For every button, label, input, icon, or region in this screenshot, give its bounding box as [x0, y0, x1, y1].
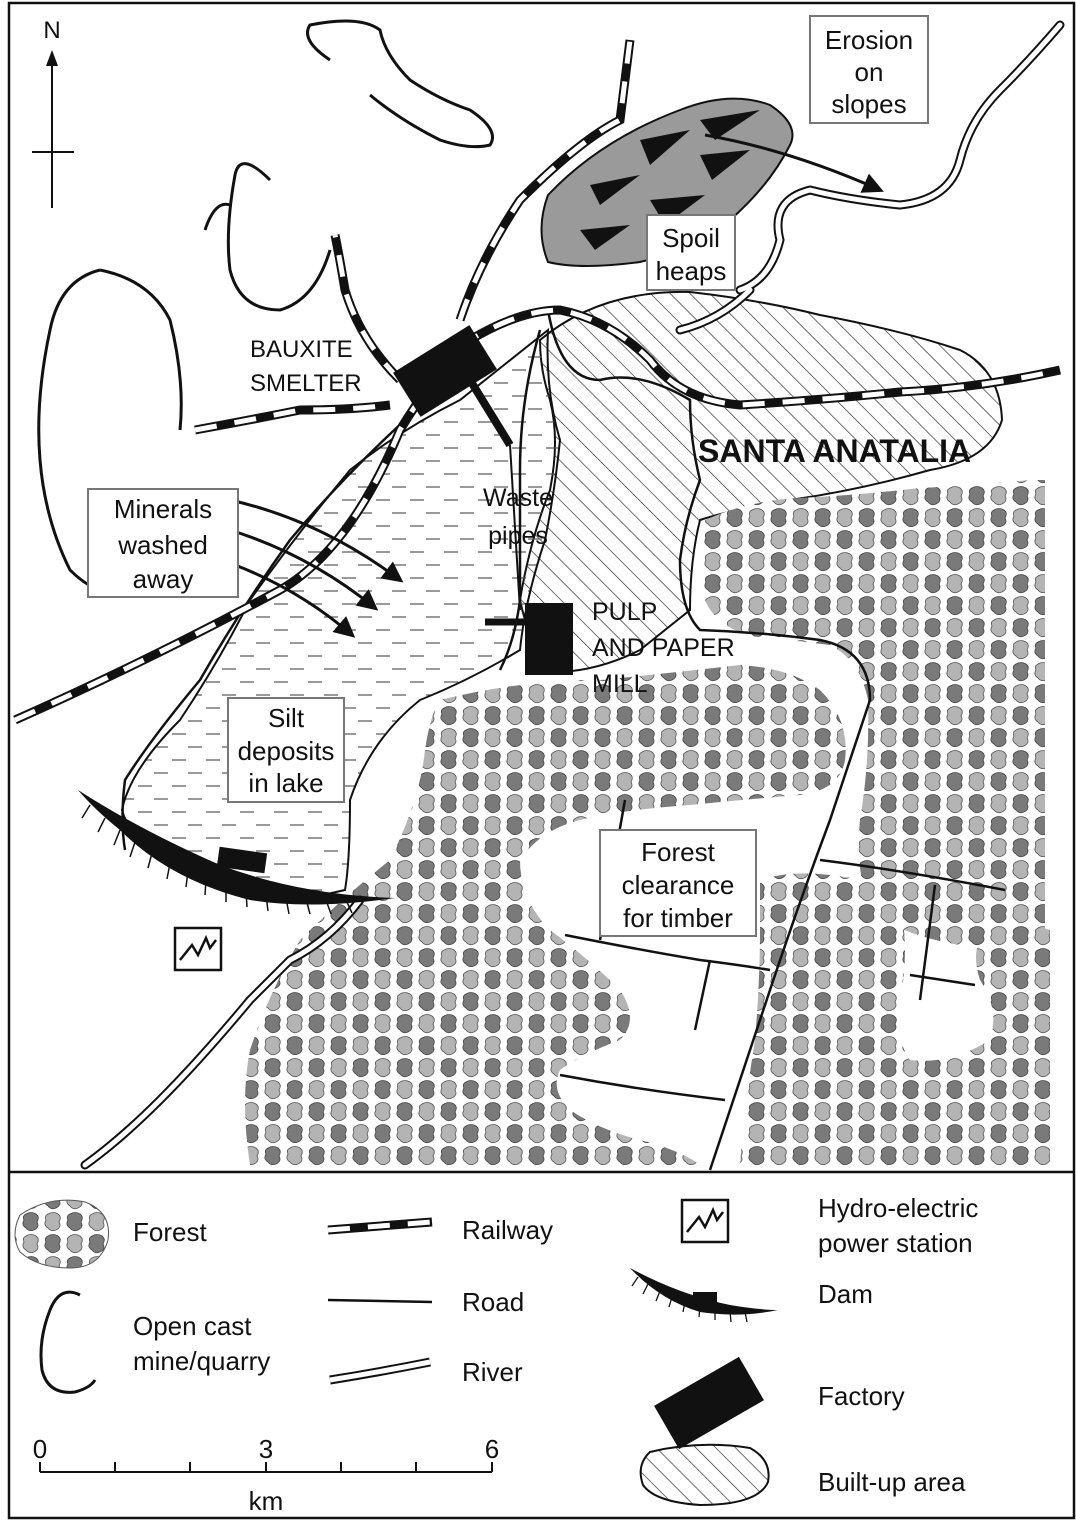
- waste-pipes-label: Waste pipes: [483, 484, 553, 550]
- svg-text:AND PAPER: AND PAPER: [592, 634, 735, 662]
- svg-text:away: away: [133, 564, 194, 594]
- legend: Forest Open cast mine/quarry Railway Roa…: [14, 1193, 978, 1516]
- arrows: [229, 133, 884, 638]
- legend-dam-swatch: [630, 1268, 778, 1323]
- scale-unit: km: [249, 1486, 284, 1516]
- open-cast-mines: [37, 19, 494, 598]
- svg-text:deposits: deposits: [238, 736, 335, 766]
- north-label: N: [43, 17, 60, 44]
- pulp-paper-mill-factory: [525, 603, 573, 675]
- legend-hydro-label-1: Hydro-electric: [818, 1193, 978, 1223]
- legend-river-swatch: [329, 1357, 431, 1385]
- svg-text:Forest: Forest: [641, 837, 715, 867]
- svg-text:washed: washed: [117, 530, 208, 560]
- scale-bar: 0 3 6 km: [33, 1434, 499, 1516]
- north-arrow: N: [32, 17, 74, 208]
- legend-railway-swatch: [327, 1217, 433, 1235]
- bauxite-smelter-factory: [393, 325, 497, 417]
- svg-text:SMELTER: SMELTER: [250, 370, 362, 397]
- spoil-heap-streaks: [580, 110, 760, 250]
- forest-area-lower: [245, 665, 846, 1165]
- svg-text:Erosion: Erosion: [825, 25, 913, 55]
- roads: [121, 309, 1006, 1171]
- dam: [78, 790, 395, 915]
- legend-dam-label: Dam: [818, 1279, 873, 1309]
- town-label: SANTA ANATALIA: [698, 433, 971, 469]
- legend-built-up-label: Built-up area: [818, 1467, 966, 1497]
- svg-text:pipes: pipes: [488, 522, 548, 550]
- svg-text:PULP: PULP: [592, 598, 657, 626]
- svg-text:Silt: Silt: [268, 703, 305, 733]
- mill-label: PULP AND PAPER MILL: [592, 598, 735, 698]
- legend-mine-swatch: [39, 1290, 97, 1394]
- erosion-label: Erosion on slopes: [825, 25, 913, 119]
- legend-hydro-icon: [680, 1198, 730, 1244]
- legend-road-swatch: [327, 1298, 433, 1304]
- svg-text:BAUXITE: BAUXITE: [250, 336, 353, 363]
- legend-built-up-swatch: [639, 1443, 770, 1507]
- legend-hydro-label-2: power station: [818, 1228, 973, 1258]
- minerals-label: Minerals washed away: [114, 494, 212, 594]
- legend-river-label: River: [462, 1357, 523, 1387]
- legend-forest-swatch: [14, 1199, 110, 1269]
- svg-text:MILL: MILL: [592, 670, 648, 698]
- svg-text:on: on: [855, 57, 884, 87]
- waste-pipes: [466, 377, 530, 626]
- svg-text:slopes: slopes: [831, 89, 906, 119]
- svg-text:Spoil: Spoil: [662, 223, 720, 253]
- legend-road-label: Road: [462, 1287, 524, 1317]
- label-boxes: [87, 15, 929, 937]
- railway: [13, 39, 1061, 725]
- spoil-heaps-label: Spoil heaps: [656, 223, 727, 286]
- scale-tick-6: 6: [485, 1434, 499, 1464]
- forest-area-upper: [702, 480, 1045, 947]
- legend-mine-label-1: Open cast: [133, 1311, 252, 1341]
- svg-text:for timber: for timber: [623, 903, 733, 933]
- legend-railway-label: Railway: [462, 1215, 553, 1245]
- forest-clearance-label: Forest clearance for timber: [622, 837, 735, 933]
- scale-tick-0: 0: [33, 1434, 47, 1464]
- svg-text:heaps: heaps: [656, 256, 727, 286]
- svg-text:Minerals: Minerals: [114, 494, 212, 524]
- svg-text:in lake: in lake: [248, 768, 323, 798]
- rivers: [80, 20, 1065, 1170]
- legend-factory-label: Factory: [818, 1381, 905, 1411]
- map-frame: [7, 1, 1076, 1520]
- legend-factory-swatch: [654, 1356, 764, 1450]
- scale-tick-3: 3: [259, 1434, 273, 1464]
- silt-label: Silt deposits in lake: [238, 703, 335, 798]
- svg-text:clearance: clearance: [622, 870, 735, 900]
- legend-forest-label: Forest: [133, 1217, 207, 1247]
- legend-mine-label-2: mine/quarry: [133, 1346, 270, 1376]
- hydro-electric-station-icon: [173, 926, 223, 972]
- svg-text:Waste: Waste: [483, 484, 553, 512]
- bauxite-smelter-label: BAUXITE SMELTER: [250, 336, 362, 397]
- forest-area-southeast: [740, 873, 1050, 1165]
